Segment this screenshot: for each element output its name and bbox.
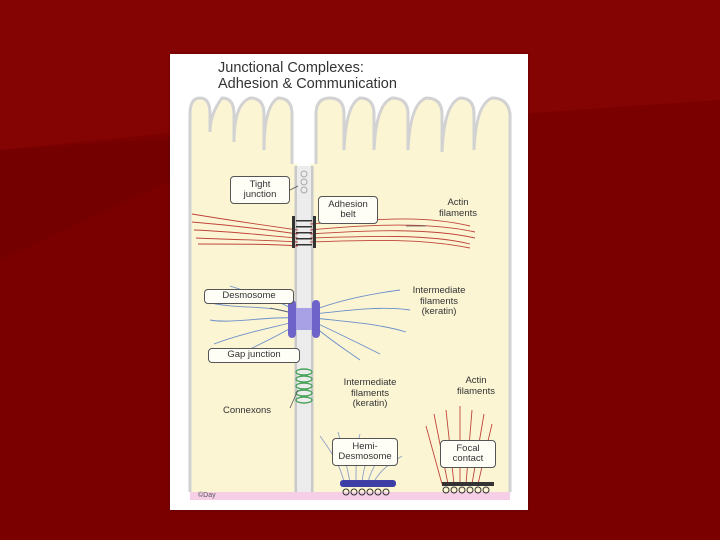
tight-junction-line1: Tight <box>249 178 271 190</box>
intermediate-bottom-line1: Intermediate <box>343 377 397 388</box>
intermediate-bottom-line3: (keratin) <box>352 398 388 409</box>
diagram-card: Junctional Complexes: Adhesion & Communi… <box>170 54 528 510</box>
actin-top-line2: filaments <box>438 207 477 219</box>
hemidesmosome-label: Hemi- Desmosome <box>332 438 398 466</box>
intermediate-top-line2: filaments <box>419 295 458 307</box>
tight-junction-line2: junction <box>243 189 277 200</box>
intermediate-top-label: Intermediate filaments (keratin) <box>394 285 484 318</box>
connexons-text: Connexons <box>222 405 272 416</box>
intermediate-top-line3: (keratin) <box>421 306 457 317</box>
hemidesmosome-line1: Hemi- <box>352 440 378 452</box>
integrins <box>342 486 490 496</box>
title-line1: Junctional Complexes: <box>218 60 364 76</box>
tight-junction-label: Tight junction <box>230 176 290 204</box>
adhesion-belt-label: Adhesion belt <box>318 196 378 224</box>
connexons <box>295 368 313 404</box>
hemidesmosome-plaque <box>340 480 396 487</box>
intermediate-bottom-line2: filaments <box>350 387 389 399</box>
actin-bottom-line1: Actin <box>465 375 487 386</box>
desmosome-plaques <box>288 300 320 338</box>
focal-contact-line2: contact <box>452 453 484 464</box>
actin-bottom-line2: filaments <box>456 385 495 397</box>
gap-junction-text: Gap junction <box>227 349 281 361</box>
gap-junction-label: Gap junction <box>208 348 300 363</box>
focal-contact-label: Focal contact <box>440 440 496 468</box>
credit-text: ©Day <box>198 492 216 499</box>
actin-top-line1: Actin <box>447 197 469 208</box>
keratin-filaments-top <box>205 285 411 361</box>
adhesion-belt <box>292 216 316 248</box>
title-line2: Adhesion & Communication <box>218 76 397 92</box>
adhesion-belt-line1: Adhesion <box>328 198 368 210</box>
connexons-label: Connexons <box>212 405 282 417</box>
intermediate-bottom-label: Intermediate filaments (keratin) <box>328 377 412 410</box>
intermediate-top-line1: Intermediate <box>412 285 466 296</box>
actin-top-label: Actin filaments <box>428 197 488 219</box>
diagram-title: Junctional Complexes: Adhesion & Communi… <box>218 60 518 92</box>
focal-contact-plaque <box>442 482 494 486</box>
desmosome-label: Desmosome <box>204 289 294 304</box>
actin-bottom-label: Actin filaments <box>446 375 506 397</box>
hemidesmosome-line2: Desmosome <box>338 451 392 462</box>
adhesion-belt-line2: belt <box>340 209 356 220</box>
desmosome-text: Desmosome <box>222 290 276 302</box>
basal-lamina <box>190 492 510 500</box>
focal-contact-line1: Focal <box>456 442 480 454</box>
actin-filaments-top <box>191 213 476 249</box>
